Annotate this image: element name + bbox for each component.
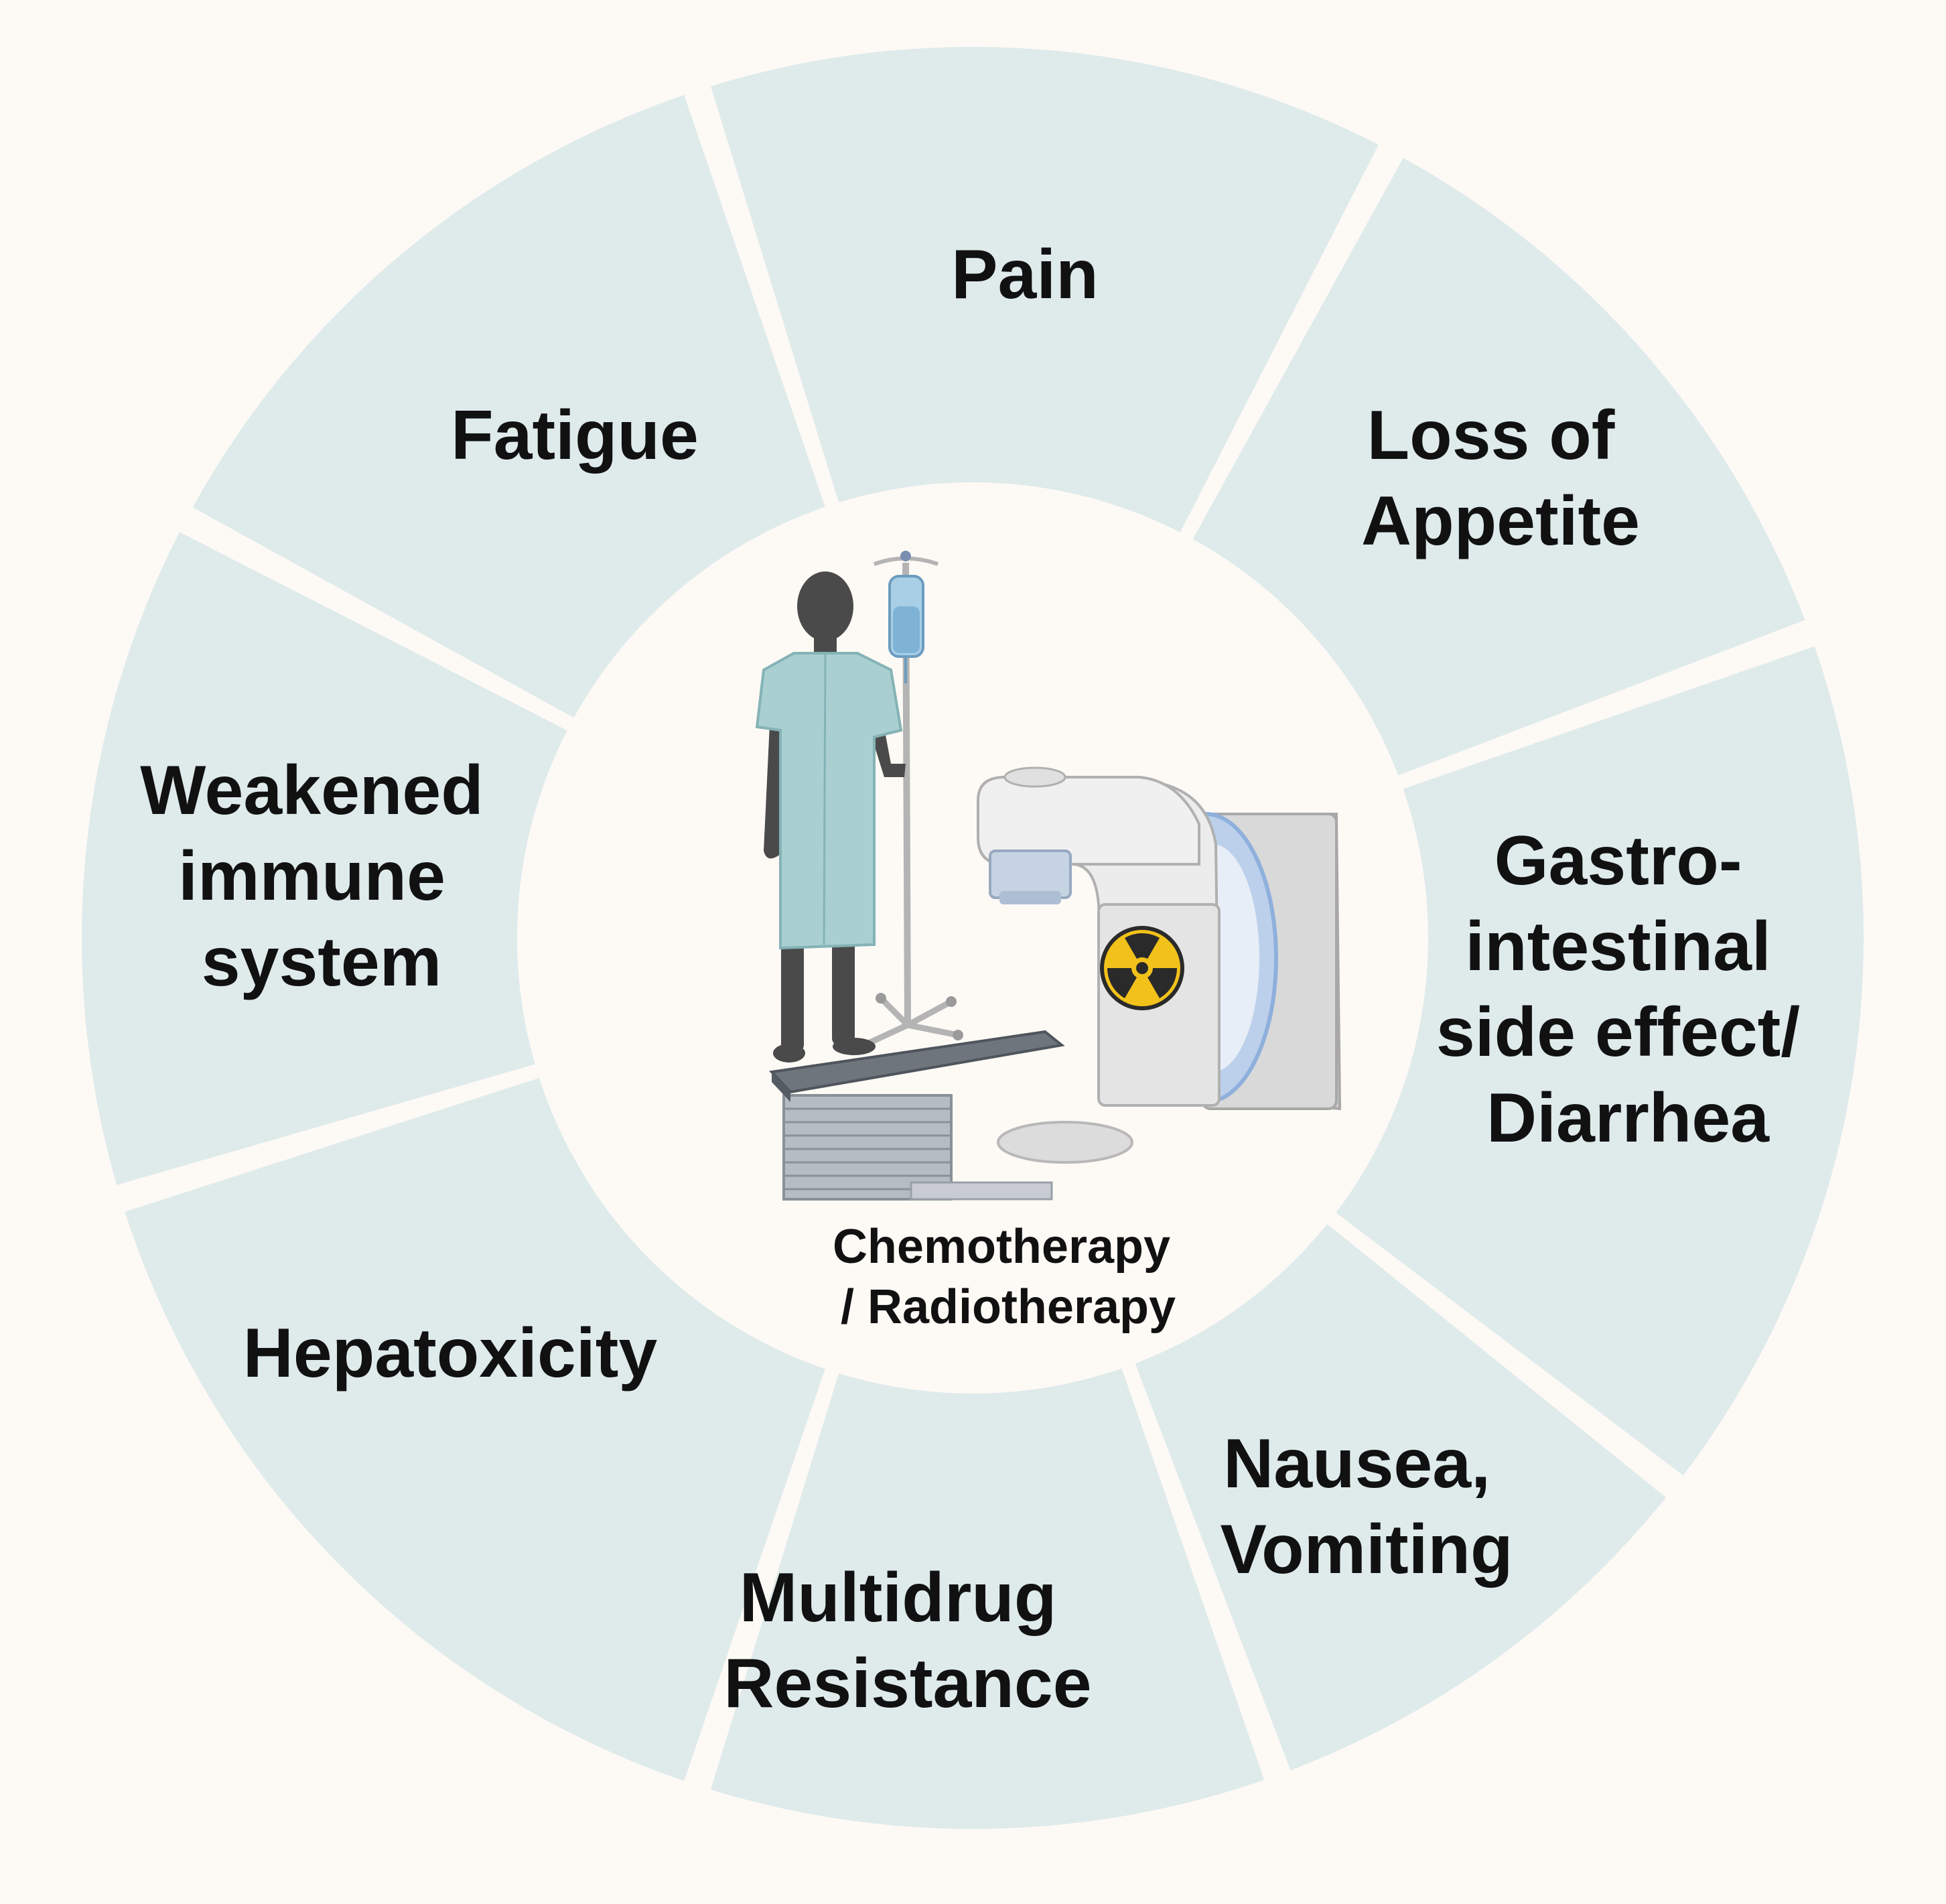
treatment-table: [768, 1030, 1065, 1201]
ring-segment-weakened-immune-system: [82, 532, 567, 1185]
segment-label-fatigue: Fatigue: [451, 397, 699, 474]
segment-label-hepatotoxicity: Hepatoxicity: [243, 1314, 658, 1392]
ring-segment-multidrug-resistance: [710, 1368, 1265, 1829]
segment-label-pain: Pain: [951, 236, 1099, 314]
segment-labels: Pain Loss of Appetite Gastro- intestinal…: [140, 236, 1819, 1722]
ring-segment-hepatotoxicity: [125, 1078, 825, 1781]
ring-segment-fatigue: [192, 94, 825, 718]
ring-segments: [82, 47, 1864, 1829]
ring-segment-gastrointestinal: [1336, 646, 1864, 1476]
radiation-hazard-icon: [1100, 926, 1184, 1010]
segment-label-multidrug-resistance: Multidrug Resistance: [723, 1559, 1091, 1722]
ring-segment-nausea-vomiting: [1135, 1224, 1667, 1771]
iv-drip-stand: [859, 551, 963, 1050]
ring-segment-pain: [710, 47, 1379, 533]
segment-label-weakened-immune-system: Weakened immune system: [140, 752, 502, 1001]
radiotherapy-machine: [977, 766, 1342, 1164]
ring-segment-loss-of-appetite: [1192, 157, 1805, 776]
segment-label-gastrointestinal: Gastro- intestinal side effect/ Diarrhea: [1436, 822, 1819, 1157]
segment-label-loss-of-appetite: Loss of Appetite: [1361, 397, 1640, 560]
center-caption: Chemotherapy / Radiotherapy: [833, 1220, 1184, 1334]
patient-figure: [755, 571, 906, 1063]
segment-label-nausea-vomiting: Nausea, Vomiting: [1220, 1425, 1513, 1588]
treatment-illustration: [755, 551, 1342, 1201]
